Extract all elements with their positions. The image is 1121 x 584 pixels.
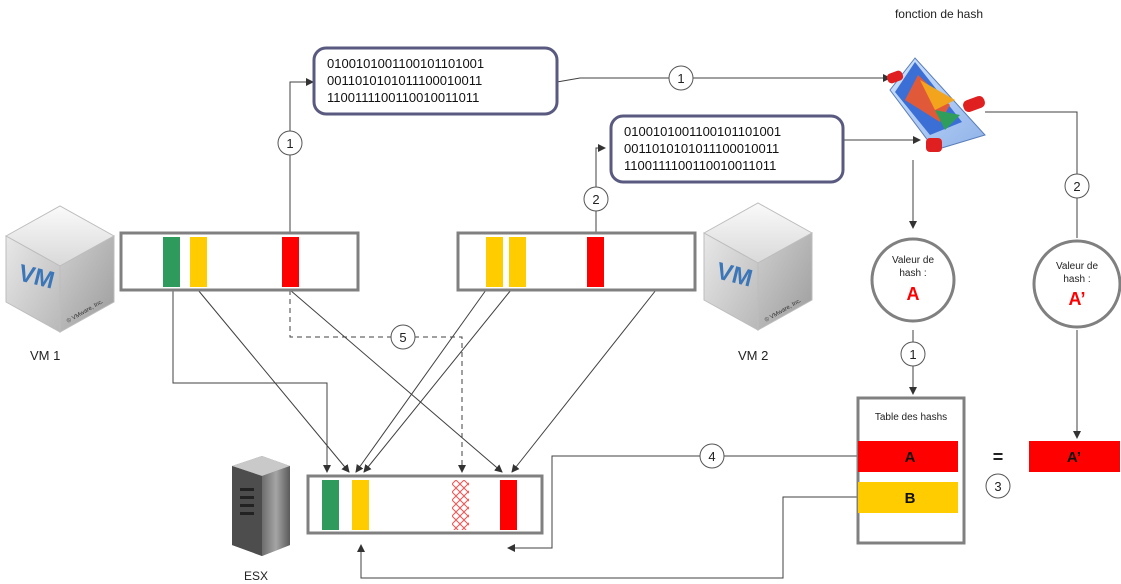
hash-table: Table des hashs A B [856, 396, 966, 545]
connector-hash-to-value-a-prime [985, 111, 1078, 238]
esx-page-freed [452, 480, 469, 530]
svg-text:3: 3 [994, 479, 1001, 494]
compare-box: A’ [1029, 441, 1120, 472]
connector-vm2-yellow-2 [363, 289, 512, 473]
binary-block-2-line-3: 1100111100110010011011 [624, 158, 776, 173]
step-markers: 1 1 2 2 1 5 4 3 [277, 65, 1090, 499]
vm2-page-yellow-2 [509, 237, 526, 287]
svg-text:2: 2 [1073, 179, 1080, 194]
connector-vm2-red [511, 289, 657, 473]
esx-server-icon [232, 456, 290, 556]
esx-page-green [322, 480, 339, 530]
vm2-cube-icon: VM © VMware, Inc. [702, 202, 814, 331]
connector-vm1-green [172, 290, 331, 473]
connector-binary1-to-hash [556, 74, 891, 83]
binary-block-1-line-3: 1100111100110010011011 [327, 90, 479, 105]
binary-block-1-line-1: 0100101001100101101001 [327, 56, 484, 71]
hash-function-label: fonction de hash [895, 7, 983, 21]
vm1-page-yellow [190, 237, 207, 287]
binary-block-2-line-1: 0100101001100101101001 [624, 124, 781, 139]
step-marker-compare: 3 [985, 473, 1011, 499]
hash-value-a-caption-1: Valeur de [892, 255, 935, 266]
connectors [172, 74, 1081, 579]
step-marker-value-to-table: 1 [900, 341, 926, 367]
hash-value-a-prime-caption-2: hash : [1063, 274, 1090, 285]
connector-vm1-yellow [197, 289, 350, 473]
esx-label: ESX [244, 569, 268, 583]
esx-page-red [500, 480, 517, 530]
connector-table-a-to-esx [507, 455, 858, 552]
binary-block-2: 0100101001100101101001 00110101010111000… [609, 114, 845, 184]
esx-page-yellow [352, 480, 369, 530]
connector-vm2-yellow-1 [355, 289, 487, 473]
hash-table-title: Table des hashs [875, 412, 947, 423]
svg-text:1: 1 [909, 347, 916, 362]
vm1-cube-icon: VM © VMware, Inc. [4, 205, 116, 333]
svg-text:1: 1 [677, 71, 684, 86]
hash-table-entry-b [858, 482, 958, 513]
hash-value-a-prime-circle: Valeur de hash : A’ [1032, 239, 1121, 329]
svg-text:1: 1 [286, 136, 293, 151]
vm2-memory-box [456, 231, 697, 292]
compare-value: A’ [1067, 449, 1081, 466]
hash-table-entry-a-label: A [905, 449, 916, 466]
svg-text:2: 2 [592, 192, 599, 207]
binary-block-1-line-2: 0011010101011100010011 [327, 73, 482, 88]
hash-table-entry-b-label: B [905, 490, 916, 507]
hash-value-a-prime-caption-1: Valeur de [1056, 261, 1099, 272]
step-marker-hash-a-prime: 2 [1064, 173, 1090, 199]
connector-vm1-red [289, 289, 503, 473]
binary-block-2-line-2: 0011010101011100010011 [624, 141, 779, 156]
hash-value-a-caption-2: hash : [899, 268, 926, 279]
step-marker-vm1-upload: 1 [277, 130, 303, 156]
vm1-page-red [282, 237, 299, 287]
step-marker-table-to-esx: 4 [699, 443, 725, 469]
hash-value-a: A [907, 284, 920, 304]
vm2-page-red [587, 237, 604, 287]
vm1-label: VM 1 [30, 348, 60, 363]
hash-value-a-circle: Valeur de hash : A [870, 237, 956, 323]
binary-block-1: 0100101001100101101001 00110101010111000… [312, 46, 559, 116]
connector-table-b-to-esx [357, 496, 858, 579]
vm2-label: VM 2 [738, 348, 768, 363]
step-marker-freed-page: 5 [390, 324, 416, 350]
hash-value-a-prime: A’ [1068, 289, 1085, 309]
connector-vm1-to-binary1 [289, 78, 314, 233]
svg-text:4: 4 [708, 449, 715, 464]
step-marker-vm2-upload: 2 [583, 186, 609, 212]
hash-function-icon [886, 57, 986, 152]
hash-table-entry-a [858, 441, 958, 472]
esx-memory-box [306, 474, 544, 535]
step-marker-binary1-hash: 1 [668, 65, 694, 91]
svg-text:5: 5 [399, 330, 406, 345]
vm1-memory-box [119, 231, 360, 292]
equals-sign: = [993, 447, 1004, 467]
vm1-page-green [163, 237, 180, 287]
vm2-page-yellow-1 [486, 237, 503, 287]
